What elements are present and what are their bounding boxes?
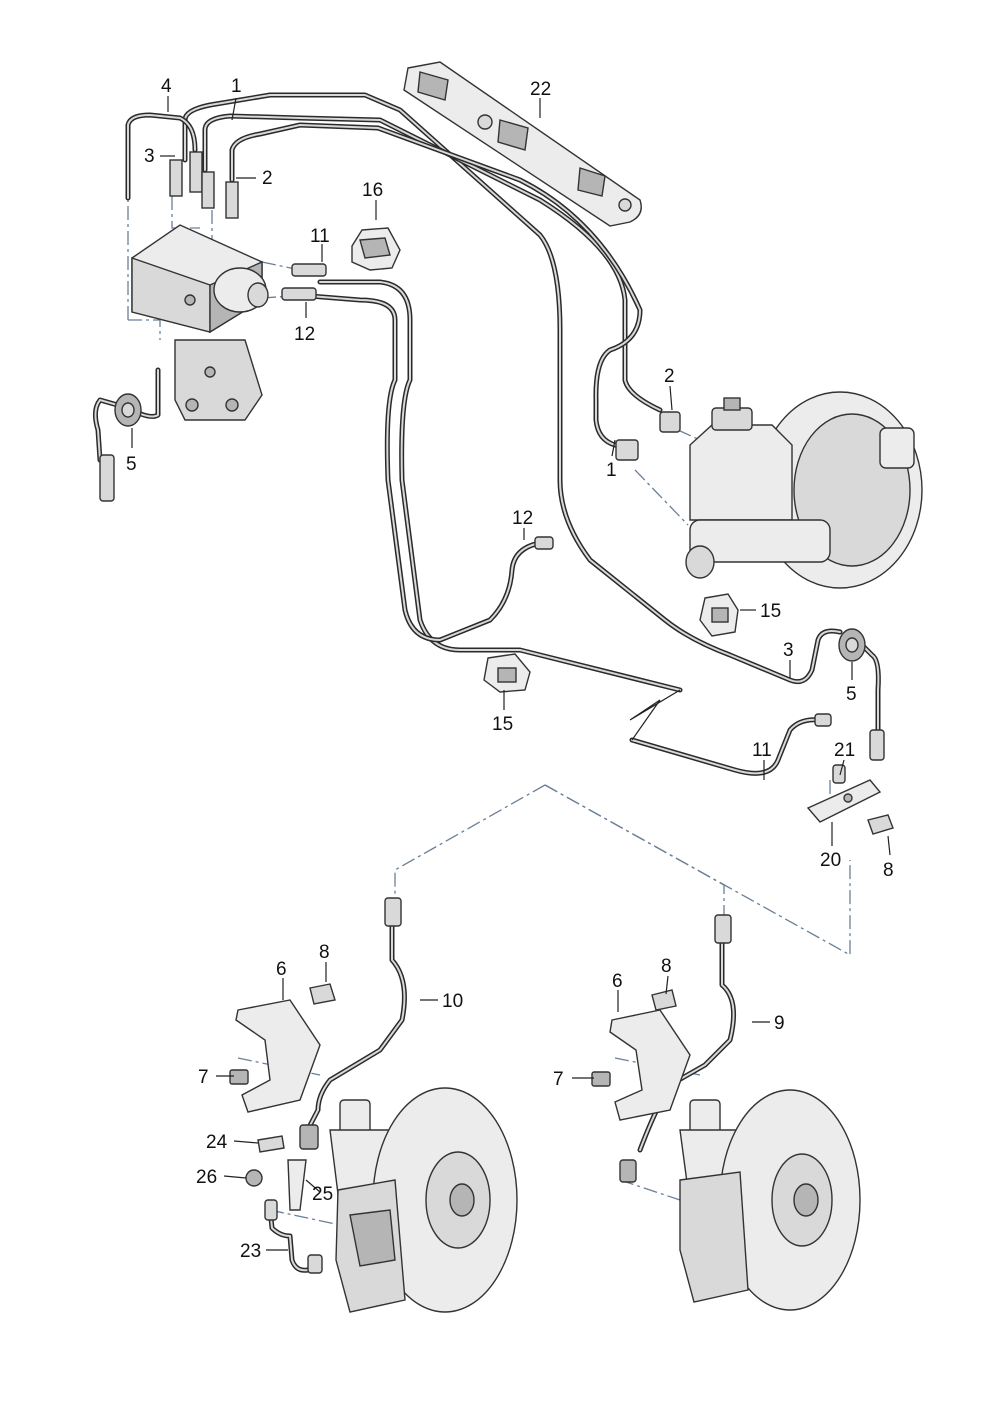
brake-master-cylinder-booster	[615, 391, 923, 589]
leader-lines	[131, 96, 891, 1251]
callout-8-right: 8	[883, 860, 894, 881]
callout-21: 21	[834, 740, 855, 761]
callout-7-left: 7	[198, 1067, 209, 1088]
callout-5-right: 5	[846, 684, 857, 705]
callout-labels: 4 1 3 2 22 16 11 12 5 2 1 12 15 3 5 15 1…	[126, 76, 894, 1262]
callout-16: 16	[362, 180, 383, 201]
callout-8-left: 8	[319, 942, 330, 963]
callout-20: 20	[820, 850, 841, 871]
callout-4: 4	[161, 76, 172, 97]
abs-hydraulic-unit	[131, 151, 269, 421]
callout-12-top: 12	[294, 324, 315, 345]
callout-9: 9	[774, 1013, 785, 1034]
callout-2-top: 2	[262, 168, 273, 189]
callout-2-master-cylinder: 2	[664, 366, 675, 387]
heat-shield-22	[403, 61, 642, 227]
clip-16	[351, 227, 401, 271]
callout-1-top: 1	[231, 76, 242, 97]
callout-24: 24	[206, 1132, 228, 1153]
brake-pipes	[92, 92, 881, 1273]
callout-11-bottom: 11	[752, 740, 772, 761]
callout-15-mid: 15	[492, 714, 513, 735]
callout-3-right: 3	[783, 640, 794, 661]
callout-12-mid: 12	[512, 508, 533, 529]
callout-11-top: 11	[310, 226, 330, 247]
fittings-11-12	[281, 263, 327, 301]
right-brake-assembly	[591, 914, 861, 1311]
nut-21	[832, 764, 846, 784]
callout-23: 23	[240, 1241, 261, 1262]
clip-15-mid	[483, 653, 531, 693]
clip-15-right	[699, 593, 739, 637]
left-brake-assembly	[229, 897, 518, 1313]
callout-26: 26	[196, 1167, 217, 1188]
callout-6-left: 6	[276, 959, 287, 980]
callout-7-right: 7	[553, 1069, 564, 1090]
callout-6-right: 6	[612, 971, 623, 992]
bracket-20	[806, 779, 882, 823]
callout-10: 10	[442, 991, 463, 1012]
callout-25: 25	[312, 1184, 333, 1205]
callout-22: 22	[530, 79, 551, 100]
callout-1-master-cylinder: 1	[606, 460, 617, 481]
callout-15-right: 15	[760, 601, 781, 622]
callout-8-mid: 8	[661, 956, 672, 977]
clip-8-right	[867, 814, 894, 835]
fittings-lower	[534, 536, 832, 727]
grommet-5-left	[99, 393, 142, 502]
callout-3-abs: 3	[144, 146, 155, 167]
callout-5-left: 5	[126, 454, 137, 475]
grommet-5-right	[838, 628, 885, 761]
